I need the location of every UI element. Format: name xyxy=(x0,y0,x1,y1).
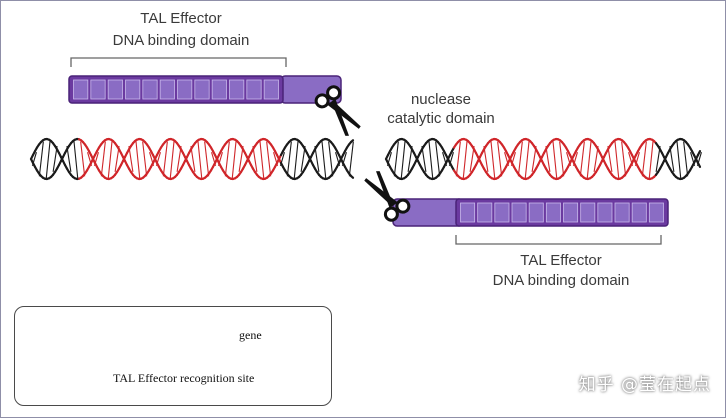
tal-bottom-label-line2: DNA binding domain xyxy=(451,271,671,291)
tal-top-label-line1: TAL Effector xyxy=(61,9,301,29)
dna-strand-right xyxy=(386,139,701,179)
dna-strand-left xyxy=(31,139,353,179)
tal-effector-top xyxy=(69,76,341,103)
nuclease-label-line1: nuclease xyxy=(361,90,521,110)
nuclease-label-line2: catalytic domain xyxy=(361,109,521,129)
binding-domain-bar-top xyxy=(69,76,283,103)
legend-recognition-label: TAL Effector recognition site xyxy=(113,371,254,386)
tal-bottom-label-line1: TAL Effector xyxy=(451,251,671,271)
watermark: 知乎 @莹在起点 xyxy=(579,370,711,395)
bracket-top xyxy=(71,58,286,67)
bracket-bottom xyxy=(456,235,661,244)
binding-domain-bar-bottom xyxy=(456,199,668,226)
tal-effector-bottom xyxy=(393,199,668,226)
tal-top-label-line2: DNA binding domain xyxy=(61,31,301,51)
legend-box xyxy=(14,306,332,406)
legend-gene-label: gene xyxy=(239,328,262,343)
